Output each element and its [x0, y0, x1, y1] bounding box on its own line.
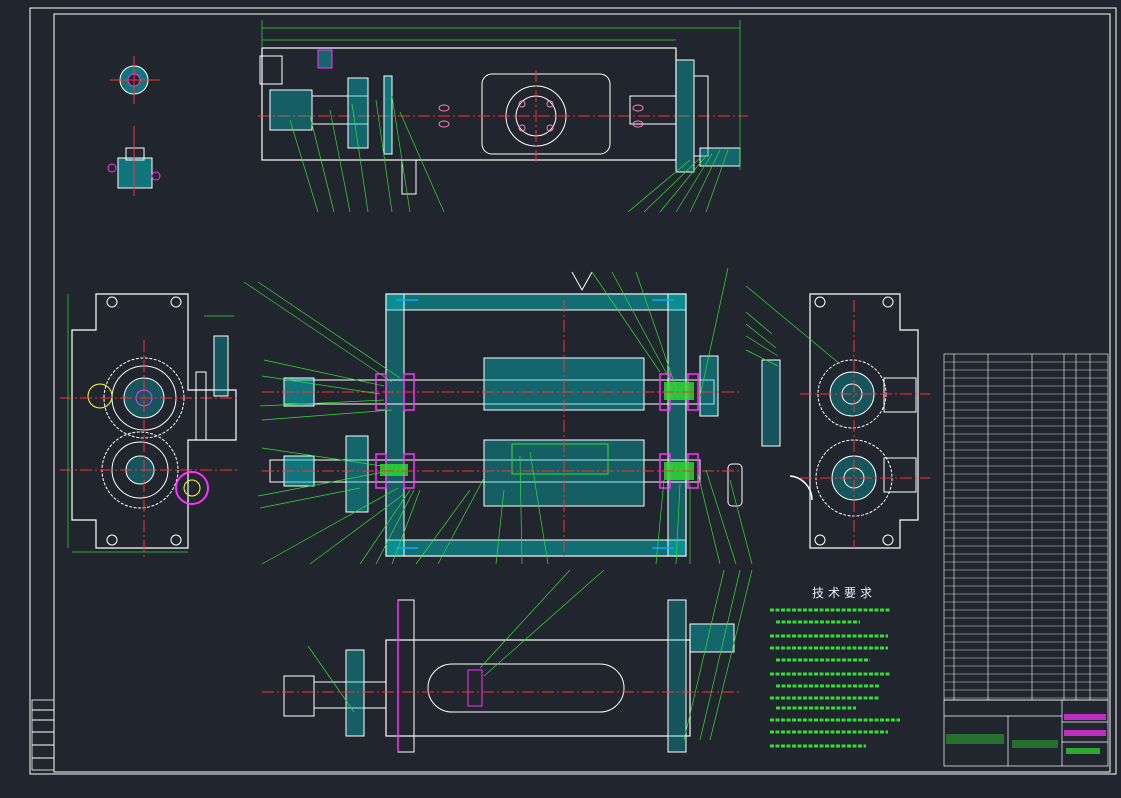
right-side-view: [745, 285, 930, 549]
drawing-frame: [29, 7, 1117, 775]
parts-list-rows: [944, 361, 1108, 699]
bottom-view: [262, 569, 753, 753]
left-side-view: [60, 293, 240, 560]
main-section-view: [243, 267, 753, 565]
top-view: [258, 20, 748, 213]
title-block: [943, 699, 1109, 767]
technical-notes-title: 技术要求: [812, 586, 877, 600]
technical-notes: [770, 608, 900, 748]
top-motor: [269, 89, 313, 131]
detail-views: [107, 56, 161, 196]
top-window: [481, 73, 611, 155]
handwheel: [727, 463, 743, 507]
